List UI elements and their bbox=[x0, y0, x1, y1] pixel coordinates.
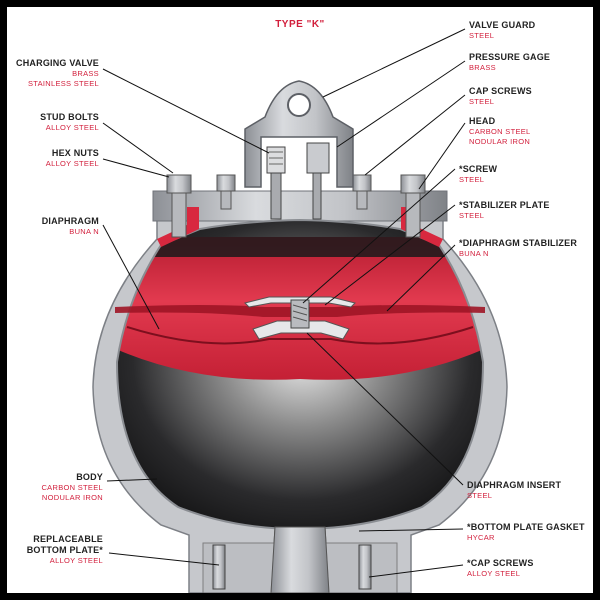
label-diaphragm: DIAPHRAGM BUNA N bbox=[42, 217, 99, 236]
label-screw-name: *SCREW bbox=[459, 164, 498, 174]
label-screw: *SCREW STEEL bbox=[459, 165, 497, 184]
label-replaceable-bottom-plate-name-1: REPLACEABLE bbox=[33, 534, 103, 544]
label-cap-screws-top-name: CAP SCREWS bbox=[469, 86, 532, 96]
pressure-gage bbox=[306, 142, 330, 174]
label-head-name: HEAD bbox=[469, 116, 496, 126]
label-bottom-plate-gasket-material: HYCAR bbox=[467, 533, 495, 542]
label-hex-nuts: HEX NUTS ALLOY STEEL bbox=[46, 149, 99, 168]
label-diaphragm-stabilizer-name: *DIAPHRAGM STABILIZER bbox=[459, 238, 578, 248]
label-valve-guard: VALVE GUARD STEEL bbox=[469, 21, 535, 40]
label-cap-screws-top-material: STEEL bbox=[469, 97, 495, 106]
label-diaphragm-insert-name: DIAPHRAGM INSERT bbox=[467, 480, 562, 490]
label-valve-guard-material: STEEL bbox=[469, 31, 495, 40]
label-diaphragm-insert: DIAPHRAGM INSERT STEEL bbox=[467, 481, 561, 500]
label-stud-bolts-name: STUD BOLTS bbox=[40, 112, 99, 122]
label-cap-screws-bottom-name: *CAP SCREWS bbox=[467, 558, 534, 568]
label-stud-bolts-material: ALLOY STEEL bbox=[45, 123, 99, 132]
label-hex-nuts-name: HEX NUTS bbox=[51, 148, 99, 158]
label-hex-nuts-material: ALLOY STEEL bbox=[45, 159, 99, 168]
center-screw bbox=[290, 299, 310, 329]
label-diaphragm-stabilizer-material: BUNA N bbox=[459, 249, 489, 258]
charging-valve-body bbox=[266, 146, 286, 174]
label-charging-valve-name: CHARGING VALVE bbox=[16, 58, 99, 68]
label-stabilizer-plate: *STABILIZER PLATE STEEL bbox=[459, 201, 550, 220]
label-diaphragm-stabilizer: *DIAPHRAGM STABILIZER BUNA N bbox=[459, 239, 577, 258]
label-body-material-1: CARBON STEEL bbox=[41, 483, 103, 492]
label-diaphragm-material: BUNA N bbox=[69, 227, 99, 236]
cap-screw-bottom-right bbox=[358, 544, 372, 590]
diagram-frame: TYPE "K" VALVE GUARD STEEL PRESSURE GAGE… bbox=[7, 7, 593, 593]
label-body-material-2: NODULAR IRON bbox=[41, 492, 103, 502]
head-liner-left bbox=[157, 207, 199, 247]
label-pressure-gage-material: BRASS bbox=[469, 63, 496, 72]
label-head: HEAD CARBON STEEL NODULAR IRON bbox=[469, 117, 531, 145]
cap-screw-top-left bbox=[216, 174, 236, 210]
label-body-name: BODY bbox=[76, 472, 103, 482]
label-cap-screws-top: CAP SCREWS STEEL bbox=[469, 87, 532, 106]
label-replaceable-bottom-plate: REPLACEABLE BOTTOM PLATE* ALLOY STEEL bbox=[27, 535, 103, 565]
label-charging-valve-material-1: BRASS bbox=[72, 69, 99, 78]
valve-guard bbox=[244, 80, 354, 188]
stud-left bbox=[166, 174, 192, 238]
label-head-material-1: CARBON STEEL bbox=[469, 127, 531, 136]
label-replaceable-bottom-plate-material: ALLOY STEEL bbox=[49, 556, 103, 565]
accumulator-cutaway bbox=[92, 28, 508, 593]
leader-lines bbox=[102, 28, 466, 578]
label-body: BODY CARBON STEEL NODULAR IRON bbox=[41, 473, 103, 501]
label-pressure-gage-name: PRESSURE GAGE bbox=[469, 52, 551, 62]
label-diaphragm-name: DIAPHRAGM bbox=[41, 216, 99, 226]
label-valve-guard-name: VALVE GUARD bbox=[469, 20, 536, 30]
valve-guard-eye bbox=[287, 93, 311, 117]
diagram-title: TYPE "K" bbox=[275, 19, 325, 30]
label-cap-screws-bottom: *CAP SCREWS ALLOY STEEL bbox=[467, 559, 534, 578]
label-stabilizer-plate-name: *STABILIZER PLATE bbox=[459, 200, 550, 210]
label-head-material-2: NODULAR IRON bbox=[469, 136, 531, 146]
head-flange bbox=[152, 190, 448, 222]
label-bottom-plate-gasket-name: *BOTTOM PLATE GASKET bbox=[467, 522, 585, 532]
label-pressure-gage: PRESSURE GAGE BRASS bbox=[469, 53, 550, 72]
label-replaceable-bottom-plate-name-2: BOTTOM PLATE* bbox=[26, 545, 103, 555]
label-stabilizer-plate-material: STEEL bbox=[459, 211, 485, 220]
label-cap-screws-bottom-material: ALLOY STEEL bbox=[467, 569, 521, 578]
label-charging-valve: CHARGING VALVE BRASS STAINLESS STEEL bbox=[16, 59, 99, 87]
label-screw-material: STEEL bbox=[459, 175, 485, 184]
cap-screw-bottom-left bbox=[212, 544, 226, 590]
label-charging-valve-material-2: STAINLESS STEEL bbox=[27, 78, 99, 88]
label-stud-bolts: STUD BOLTS ALLOY STEEL bbox=[40, 113, 99, 132]
label-bottom-plate-gasket: *BOTTOM PLATE GASKET HYCAR bbox=[467, 523, 585, 542]
label-diaphragm-insert-material: STEEL bbox=[467, 491, 493, 500]
